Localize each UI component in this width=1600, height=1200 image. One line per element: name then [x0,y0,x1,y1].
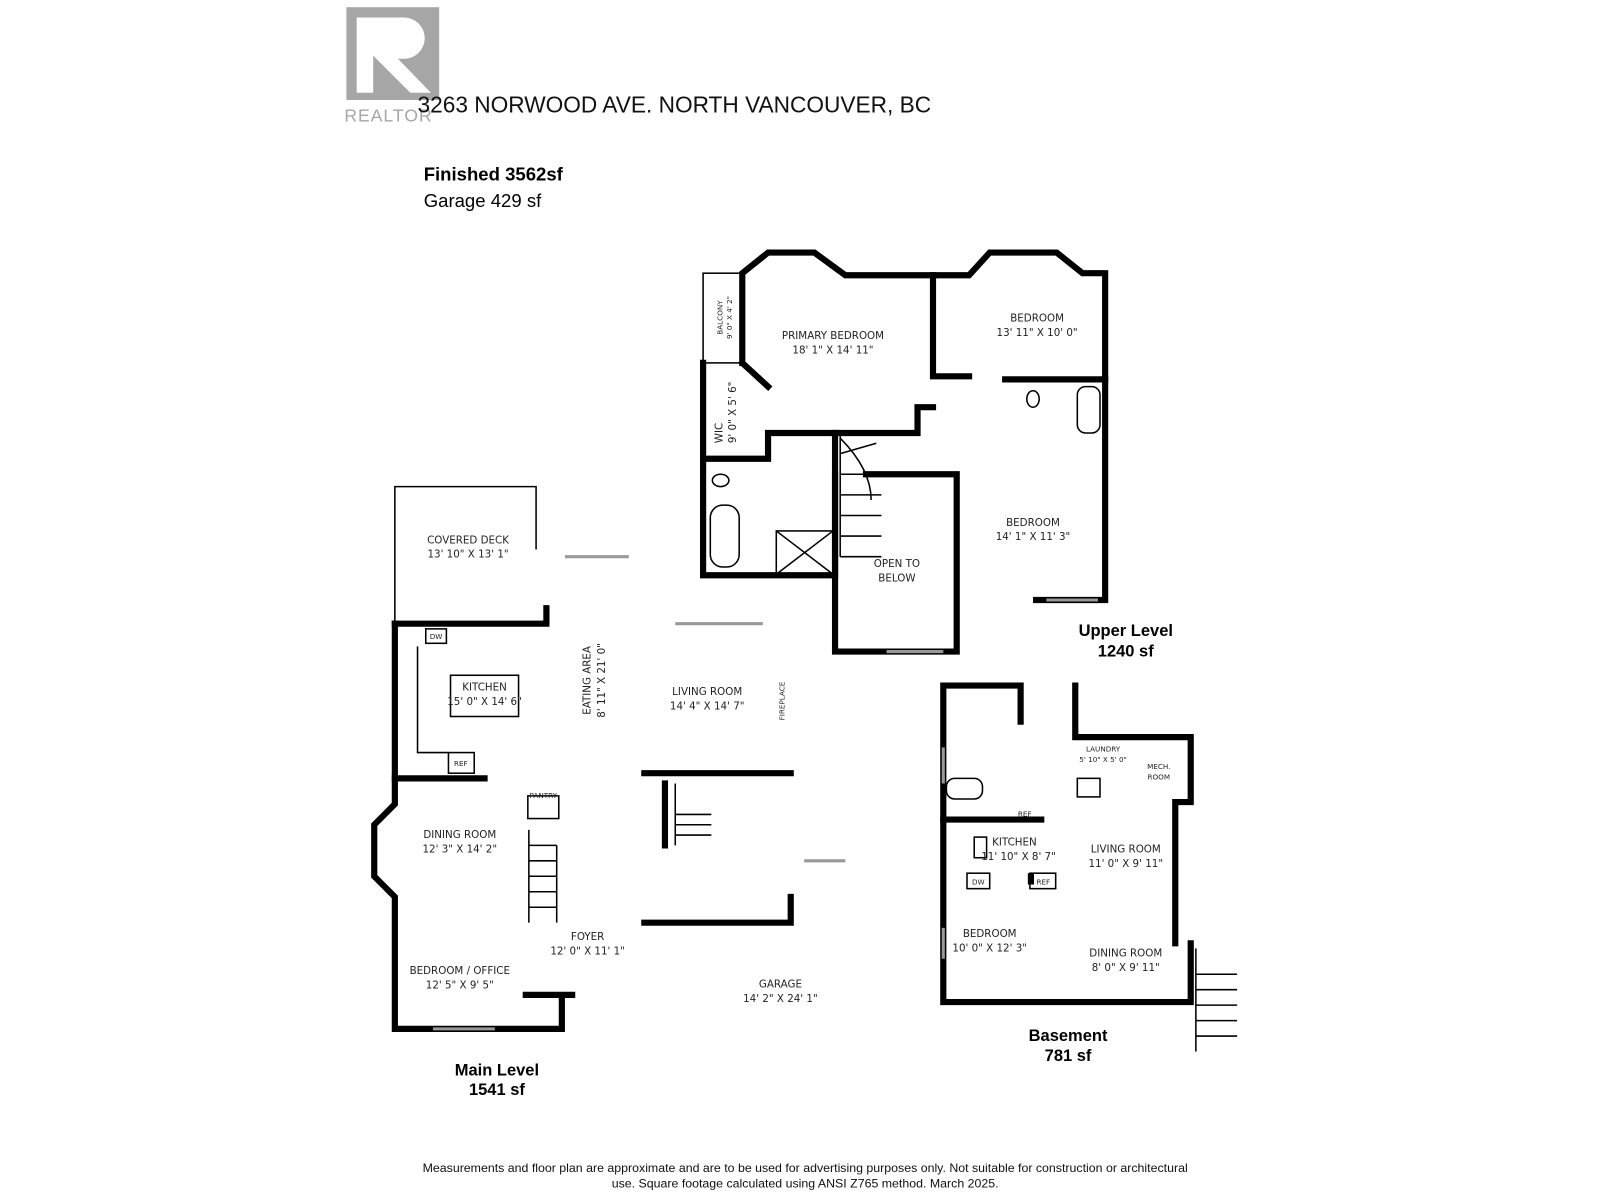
bedroom-dims: 13' 11" X 10' 0" [997,327,1078,339]
upper-level-title: Upper Level [1079,622,1173,640]
balcony-label: BALCONY [716,300,725,335]
bedroom-dims: 14' 1" X 11' 3" [996,531,1071,543]
mech-room-label: MECH. [1147,762,1170,771]
wic-label: WIC [714,423,726,443]
living-room-dims: 14' 4" X 14' 7" [670,700,745,712]
primary-bedroom-label: PRIMARY BEDROOM [782,330,884,342]
upper-level-area: 1240 sf [1098,643,1154,661]
mech-room-label: ROOM [1147,772,1170,781]
open-to-below-label: BELOW [878,572,915,584]
basement-area: 781 sf [1045,1047,1092,1065]
covered-deck-label: COVERED DECK [427,534,509,546]
main-level-plan: COVERED DECK 13' 10" X 13' 1" KITCHEN 15… [371,485,887,1099]
basement-kitchen-dims: 11' 10" X 8' 7" [981,851,1056,863]
logo-text: REALTOR [344,106,432,126]
fireplace-label: FIREPLACE [778,681,787,720]
property-address: 3263 NORWOOD AVE. NORTH VANCOUVER, BC [418,91,932,117]
foyer-label: FOYER [571,931,604,943]
eating-area-label: EATING AREA [582,646,594,715]
garage-dims: 14' 2" X 24' 1" [743,993,818,1005]
eating-area-dims: 8' 11" X 21' 0" [596,643,608,718]
kitchen-dims: 15' 0" X 14' 6" [447,696,522,708]
main-level-title: Main Level [455,1061,539,1079]
wic-dims: 9' 0" X 5' 6" [727,382,739,444]
bedroom-label: BEDROOM [1006,517,1060,529]
basement-kitchen-label: KITCHEN [992,836,1037,848]
basement-plan: LAUNDRY 5' 10" X 5' 0" MECH. ROOM REF KI… [940,682,1238,1065]
disclaimer: use. Square footage calculated using ANS… [612,1177,999,1191]
bedroom-office-label: BEDROOM / OFFICE [410,965,510,977]
fridge-label: REF [1036,878,1050,887]
garage-label: GARAGE [759,979,802,991]
bedroom-office-dims: 12' 5" X 9' 5" [426,980,494,992]
finished-area: Finished 3562sf [424,163,564,184]
dining-room-dims: 12' 3" X 14' 2" [422,844,497,856]
realtor-logo: REALTOR [344,7,440,126]
fridge-label: REF [454,759,468,768]
laundry-label: LAUNDRY [1086,745,1121,754]
garage-area: Garage 429 sf [424,190,542,211]
balcony-dims: 9' 0" X 4' 2" [725,296,734,339]
dishwasher-label: DW [430,632,443,641]
upper-level-plan: BALCONY 9' 0" X 4' 2" PRIMARY BEDROOM 18… [699,249,1173,661]
main-level-area: 1541 sf [469,1081,525,1099]
disclaimer: Measurements and floor plan are approxim… [423,1161,1188,1175]
open-to-below-label: OPEN TO [874,558,920,570]
basement-bedroom-label: BEDROOM [963,928,1017,940]
basement-bedroom-dims: 10' 0" X 12' 3" [952,943,1027,955]
basement-dining-dims: 8' 0" X 9' 11" [1092,962,1160,974]
pantry-label: PANTRY [530,791,558,800]
kitchen-label: KITCHEN [462,682,507,694]
living-room-label: LIVING ROOM [672,686,742,698]
basement-dining-label: DINING ROOM [1089,948,1162,960]
laundry-dims: 5' 10" X 5' 0" [1079,755,1127,764]
basement-living-dims: 11' 0" X 9' 11" [1088,858,1163,870]
bedroom-label: BEDROOM [1010,313,1064,325]
fridge-small-label: REF [1018,809,1032,818]
basement-living-label: LIVING ROOM [1091,844,1161,856]
primary-bedroom-dims: 18' 1" X 14' 11" [792,345,873,357]
covered-deck-dims: 13' 10" X 13' 1" [427,549,508,561]
dishwasher-label: DW [972,878,985,887]
dining-room-label: DINING ROOM [423,829,496,841]
basement-title: Basement [1029,1027,1108,1045]
foyer-dims: 12' 0" X 11' 1" [550,946,625,958]
